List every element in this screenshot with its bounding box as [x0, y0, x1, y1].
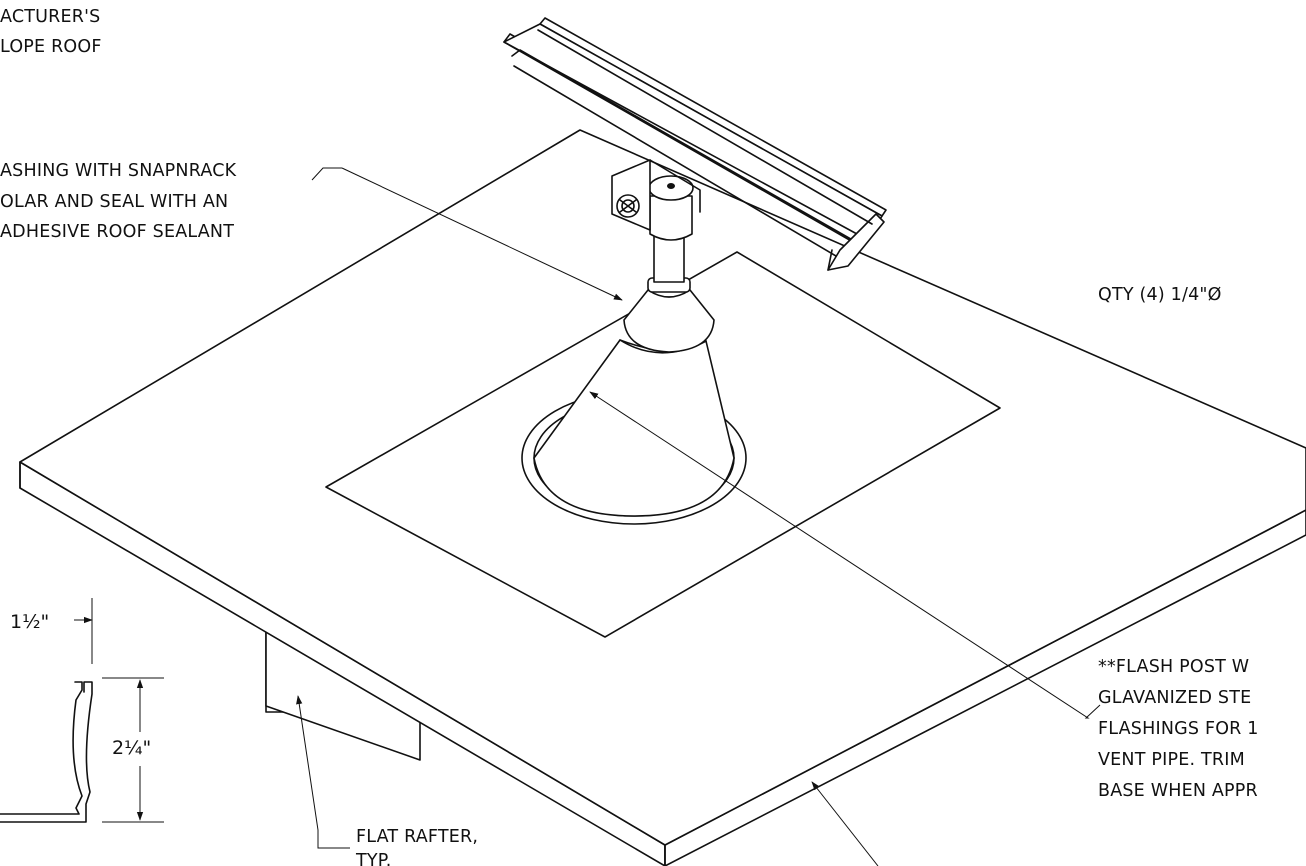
note-flash-post-line5: BASE WHEN APPR — [1098, 781, 1258, 801]
snapnrack-rail — [503, 17, 887, 271]
note-flash-post-line3: FLASHINGS FOR 1 — [1098, 719, 1259, 739]
note-rafter: FLAT RAFTER, TYP. — [355, 827, 478, 866]
note-flashing-line3: ADHESIVE ROOF SEALANT — [0, 222, 234, 242]
rail-profile-detail — [0, 598, 164, 823]
note-flashing-line2: OLAR AND SEAL WITH AN — [0, 192, 228, 212]
note-flashing: ASHING WITH SNAPNRACK OLAR AND SEAL WITH… — [0, 161, 237, 242]
note-flash-post-line4: VENT PIPE. TRIM — [1098, 750, 1245, 770]
mount-post — [648, 175, 694, 283]
note-manufacturer-line2: LOPE ROOF — [0, 37, 102, 57]
note-flash-post-line1: **FLASH POST W — [1098, 657, 1249, 677]
note-flash-post: **FLASH POST W GLAVANIZED STE FLASHINGS … — [1098, 657, 1259, 801]
note-qty: QTY (4) 1/4"Ø — [1098, 285, 1222, 305]
clamp-bracket — [611, 159, 701, 231]
dimension-width: 1½" — [10, 611, 49, 633]
note-manufacturer-line1: ACTURER'S — [0, 7, 100, 27]
note-flash-post-line2: GLAVANIZED STE — [1098, 688, 1251, 708]
note-rafter-line2: TYP. — [355, 851, 392, 866]
note-flashing-line1: ASHING WITH SNAPNRACK — [0, 161, 237, 181]
note-rafter-line1: FLAT RAFTER, — [356, 827, 478, 847]
leader-lines — [296, 167, 1101, 866]
note-manufacturer: ACTURER'S LOPE ROOF — [0, 7, 102, 57]
dimension-height: 2¼" — [112, 737, 151, 759]
flashing-boot — [521, 339, 747, 525]
